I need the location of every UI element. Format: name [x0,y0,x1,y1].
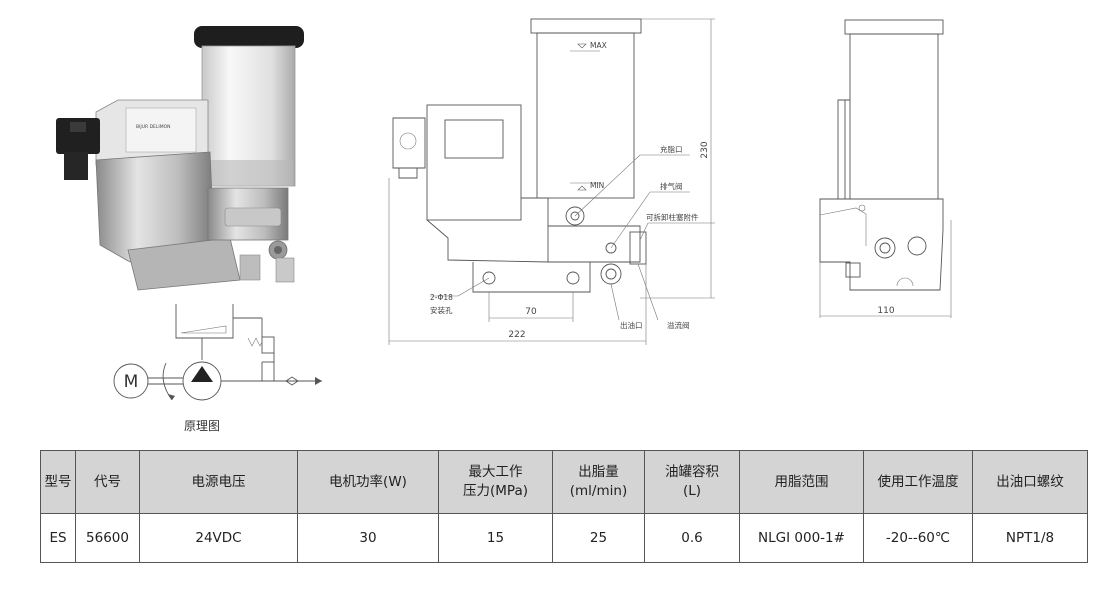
label-overflow-valve: 溢流阀 [667,320,690,330]
front-view-drawing: MAX MIN 230 70 [388,18,715,345]
col-header-motor-power: 电机功率(W) [297,450,439,514]
side-view-drawing: 110 [819,19,952,318]
dim-height: 230 [700,141,710,158]
reservoir-max-label: MAX [590,41,607,50]
table-row: ES 56600 24VDC 30 15 25 0.6 NLGI 000-1# … [40,513,1088,563]
col-header-grease-range: 用脂范围 [739,450,864,514]
cell-temperature: -20--60℃ [863,513,973,563]
col-header-code: 代号 [75,450,140,514]
dim-total-width: 222 [508,330,525,340]
hydraulic-schematic: M 原理图 [113,304,322,433]
photo-badge: BIJUR DELIMON [136,124,171,130]
cell-grease-range: NLGI 000-1# [739,513,864,563]
cell-outlet-thread: NPT1/8 [972,513,1088,563]
cell-model: ES [40,513,76,563]
col-header-outlet-thread: 出油口螺纹 [972,450,1088,514]
cell-motor-power: 30 [297,513,439,563]
col-header-temperature: 使用工作温度 [863,450,973,514]
product-figure: BIJUR DELIMON M [56,18,952,433]
cell-code: 56600 [75,513,140,563]
pump-photo: BIJUR DELIMON [56,26,304,291]
schematic-caption: 原理图 [184,419,220,433]
dim-hole-spacing: 70 [525,307,537,317]
col-header-voltage: 电源电压 [139,450,298,514]
label-mount-hole-size: 2-Φ18 [430,293,453,302]
dim-side-width: 110 [877,306,894,316]
spec-table: 型号 代号 电源电压 电机功率(W) 最大工作压力(MPa) 出脂量(ml/mi… [40,450,1088,563]
cell-output: 25 [552,513,645,563]
cell-max-pressure: 15 [438,513,553,563]
label-removable-attachment: 可拆卸柱塞附件 [646,212,699,222]
col-header-tank-volume: 油罐容积(L) [644,450,740,514]
col-header-max-pressure: 最大工作压力(MPa) [438,450,553,514]
reservoir-min-label: MIN [590,181,604,190]
cell-voltage: 24VDC [139,513,298,563]
col-header-output: 出脂量(ml/min) [552,450,645,514]
table-header-row: 型号 代号 电源电压 电机功率(W) 最大工作压力(MPa) 出脂量(ml/mi… [40,450,1088,514]
col-header-model: 型号 [40,450,76,514]
label-mount-hole: 安装孔 [430,305,453,315]
label-outlet: 出油口 [620,320,643,330]
cell-tank-volume: 0.6 [644,513,740,563]
label-vent-valve: 排气阀 [660,181,683,191]
motor-symbol: M [124,372,139,392]
label-fill-port: 充脂口 [660,144,683,154]
